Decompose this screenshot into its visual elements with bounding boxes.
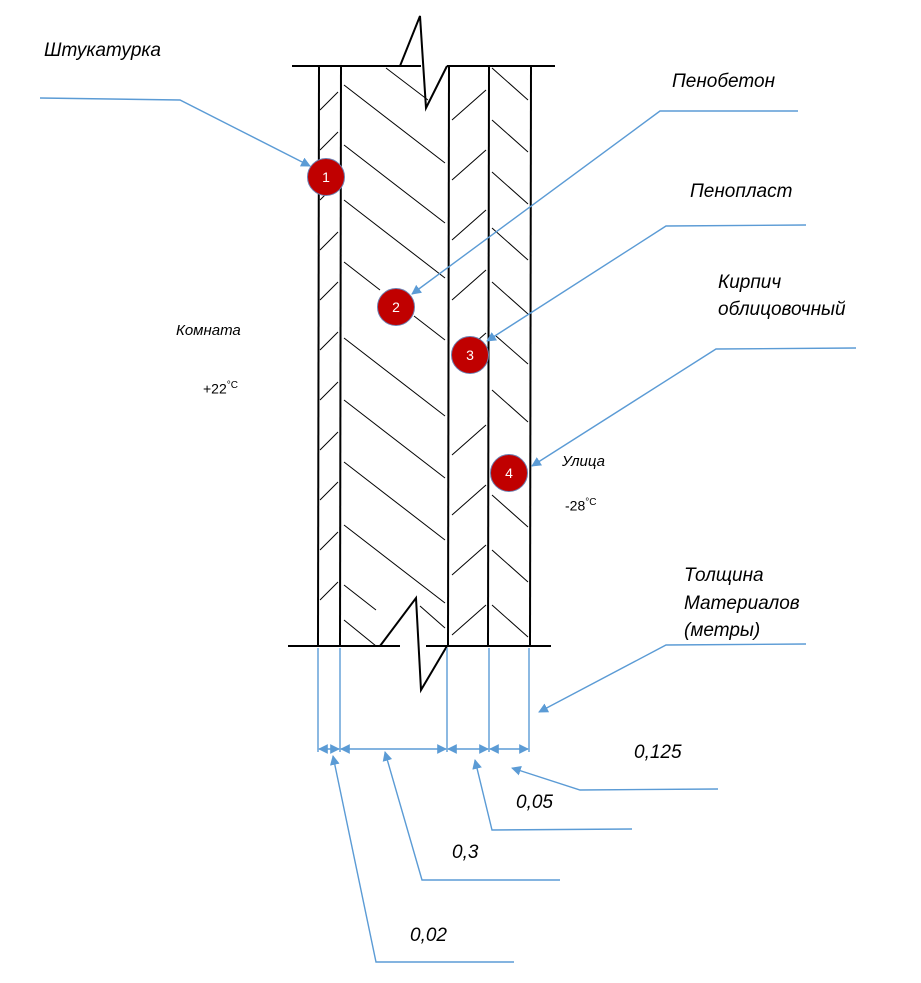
- foam-plastic-hatching: [451, 89, 487, 636]
- leader-foam-concrete: [411, 110, 798, 295]
- label-foam-concrete: Пенобетон: [672, 71, 776, 92]
- wall-outline: [288, 15, 555, 694]
- label-thickness-line2: Материалов: [684, 593, 800, 614]
- dimension-label-foam-concrete: 0,3: [452, 842, 479, 863]
- label-thickness-line3: (метры): [684, 620, 761, 641]
- marker-2: 2: [377, 288, 415, 326]
- marker-4: 4: [490, 454, 528, 492]
- leader-dim-002: [330, 755, 514, 963]
- brick-hatching: [491, 67, 529, 638]
- leader-dim-0125: [511, 766, 719, 791]
- label-plaster: Штукатурка: [44, 40, 161, 61]
- leader-lines: [39, 97, 857, 963]
- dimension-label-plaster: 0,02: [410, 925, 447, 946]
- leader-brick: [531, 347, 857, 467]
- dimension-lines: [317, 648, 530, 754]
- foam-concrete-hatching: [343, 67, 446, 647]
- marker-3: 3: [451, 336, 489, 374]
- label-thickness-line1: Толщина: [684, 565, 764, 586]
- label-room: Комната: [176, 322, 241, 339]
- dimension-label-brick: 0,125: [634, 742, 682, 763]
- label-brick-line2: облицовочный: [718, 299, 846, 320]
- marker-1: 1: [307, 158, 345, 196]
- label-street: Улица: [562, 453, 605, 470]
- leader-dim-005: [472, 759, 633, 831]
- plaster-hatching: [319, 91, 339, 601]
- street-temperature: -28°C: [565, 497, 597, 514]
- label-brick-line1: Кирпич: [718, 272, 782, 293]
- room-temperature: +22°C: [203, 380, 238, 397]
- leader-dim-03: [382, 751, 560, 881]
- label-foam-plastic: Пенопласт: [690, 181, 793, 202]
- leader-foam-plastic: [486, 224, 807, 342]
- leader-plaster: [39, 97, 311, 167]
- leader-thickness: [538, 643, 807, 713]
- dimension-label-foam-plastic: 0,05: [516, 792, 553, 813]
